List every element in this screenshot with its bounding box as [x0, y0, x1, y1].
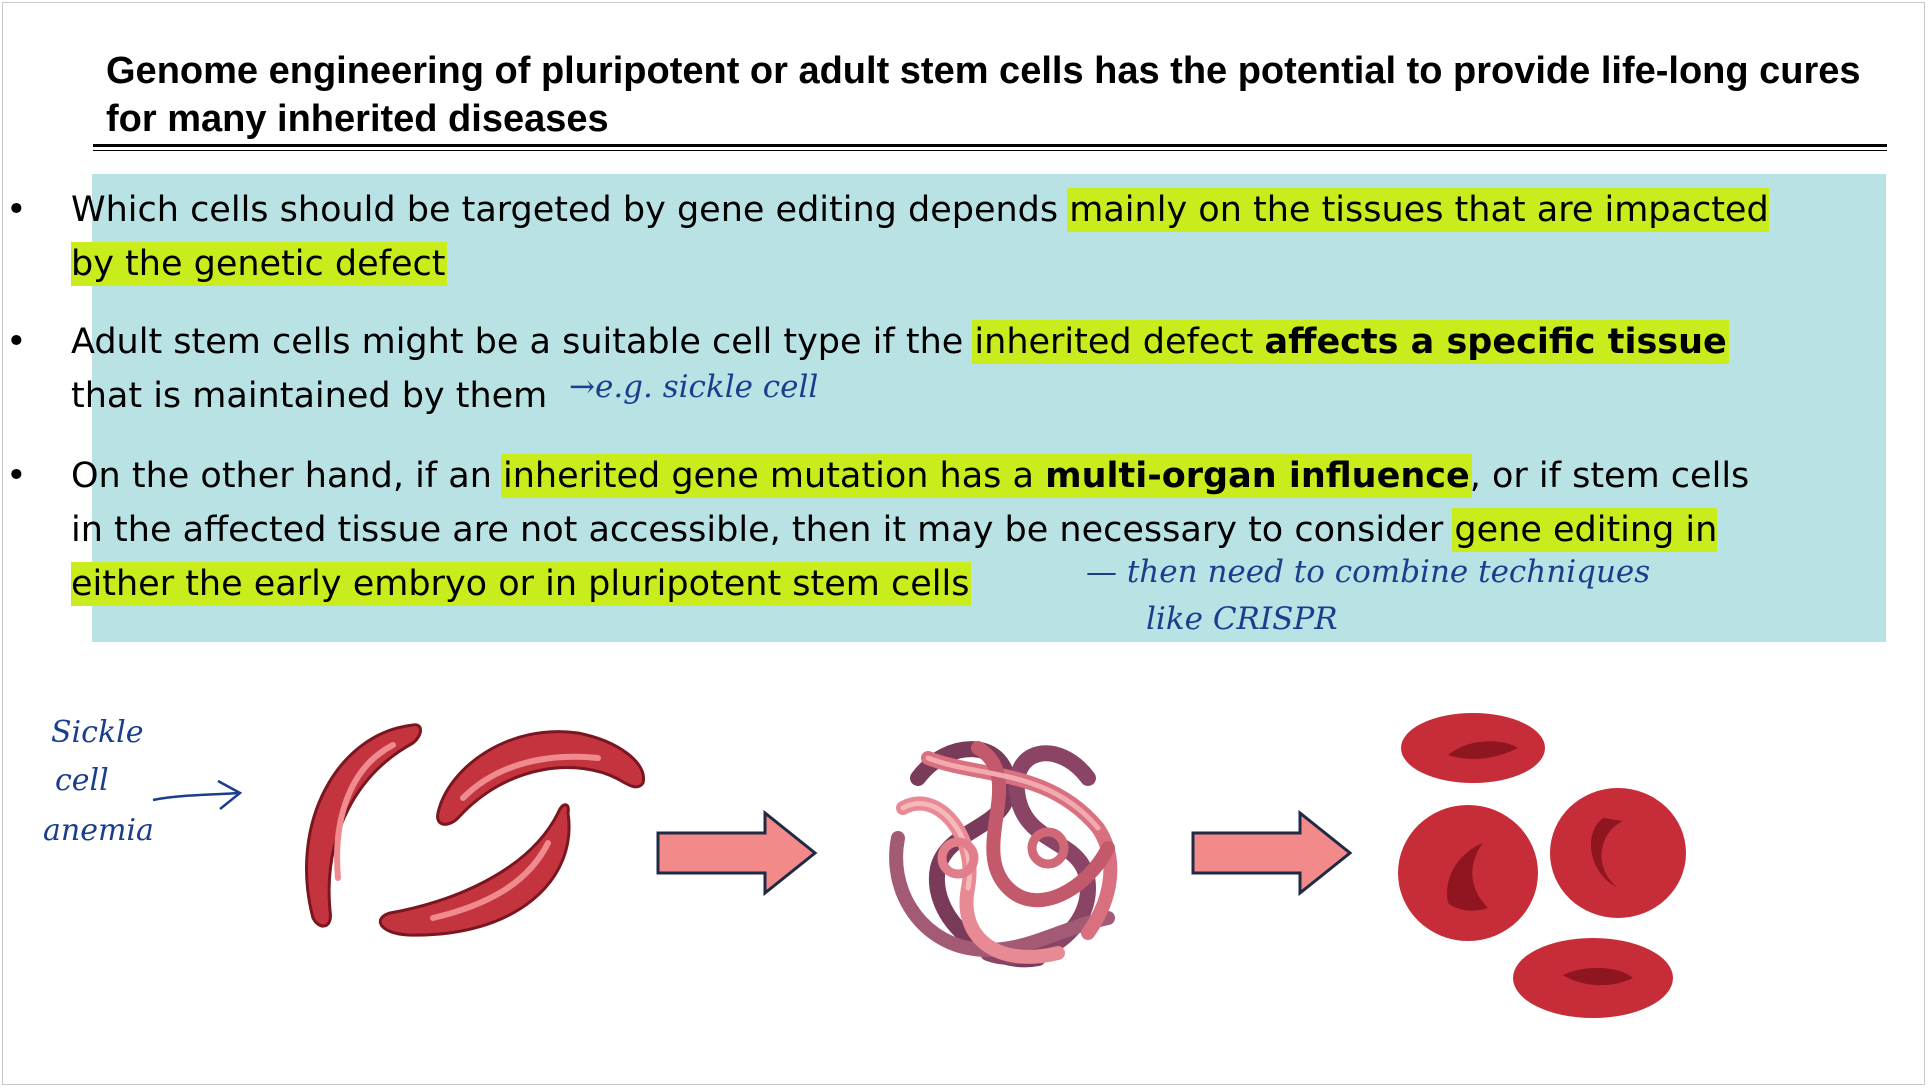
- slide-title: Genome engineering of pluripotent or adu…: [106, 50, 1861, 140]
- sickle-cells-icon: [304, 723, 645, 937]
- bullet-2-part-a: Adult stem cells might be a suitable cel…: [71, 322, 975, 362]
- handwritten-label-anemia: anemia: [43, 813, 154, 848]
- bullet-marker: •: [6, 456, 27, 496]
- healthy-red-blood-cells-icon: [1398, 713, 1686, 1018]
- bullet-3-part-a: On the other hand, if an: [71, 456, 503, 496]
- handwritten-example-note: →e.g. sickle cell: [569, 369, 819, 405]
- bullet-1: • Which cells should be targeted by gene…: [6, 183, 1771, 291]
- handwritten-label-sickle: Sickle: [51, 715, 144, 750]
- bullet-2: • Adult stem cells might be a suitable c…: [6, 315, 1771, 423]
- bullet-2-part-d: that is maintained by them: [71, 376, 548, 416]
- bullet-3-highlight-bold: multi-organ influence: [1045, 456, 1470, 496]
- bullet-1-text: Which cells should be targeted by gene e…: [71, 183, 1771, 291]
- bullet-2-highlight-bold: affects a specific tissue: [1264, 322, 1727, 362]
- bullet-3-part-d: , or if stem cells in the affected tissu…: [71, 456, 1750, 550]
- handwritten-then-note-line2: like CRISPR: [1146, 601, 1338, 637]
- bullet-1-part-a: Which cells should be targeted by gene e…: [71, 190, 1070, 230]
- bullet-3-text: On the other hand, if an inherited gene …: [71, 449, 1771, 611]
- title-underline-thick: [93, 144, 1887, 147]
- title-underline-thin: [93, 150, 1887, 151]
- bullet-marker: •: [6, 190, 27, 230]
- bullet-2-highlight: inherited defect: [974, 322, 1265, 362]
- right-arrow-icon: [1191, 809, 1353, 897]
- bullet-2-text: Adult stem cells might be a suitable cel…: [71, 315, 1771, 423]
- bullet-3-highlight-a: inherited gene mutation has a: [503, 456, 1046, 496]
- bullet-marker: •: [6, 322, 27, 362]
- bullet-3: • On the other hand, if an inherited gen…: [6, 449, 1771, 611]
- handwritten-then-note-line1: — then need to combine techniques: [1086, 554, 1651, 590]
- handwritten-arrow-icon: [152, 779, 243, 810]
- right-arrow-icon: [656, 809, 818, 897]
- hemoglobin-protein-icon: [889, 741, 1118, 968]
- handwritten-label-cell: cell: [55, 763, 109, 798]
